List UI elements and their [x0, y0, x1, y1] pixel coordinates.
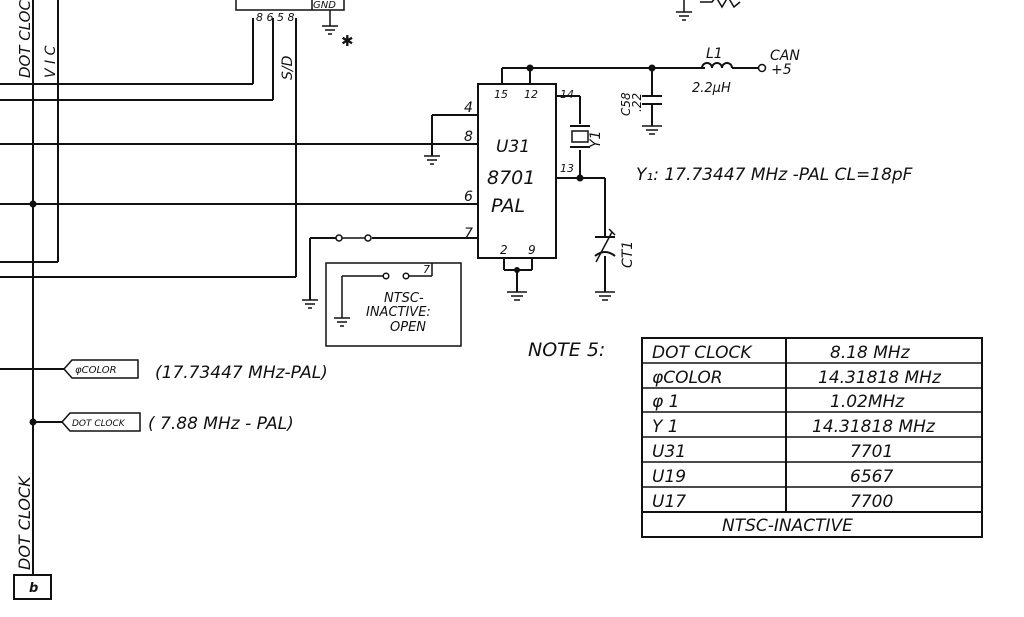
u31-ic: U31 8701 PAL 15 12 14 4 8 6 7 13 2 9	[464, 83, 574, 259]
pin-marks-label: 8 6 5 8	[256, 11, 294, 24]
note-row-name: Y 1	[652, 417, 679, 437]
dot-clock-vertical-bottom: DOT CLOCK	[15, 475, 34, 570]
pin-13: 13	[560, 162, 574, 175]
pin-4: 4	[464, 100, 473, 116]
dot-clock-signal-label: DOT CLOCK	[72, 419, 126, 429]
note-table: DOT CLOCK 8.18 MHz φCOLOR 14.31818 MHz φ…	[641, 337, 983, 538]
cap-c58: C58 .22	[619, 68, 662, 135]
supply-label-1: CAN	[770, 48, 800, 64]
bottom-left-dot-clock: DOT CLOCK b	[13, 475, 52, 600]
top-connector: 8 6 5 8 GND ✱	[235, 0, 354, 50]
dot-clock-vertical-label: DOT CLOC	[16, 0, 34, 78]
sd-vertical-label: S/D	[280, 55, 296, 80]
note-title: NOTE 5:	[528, 339, 605, 361]
phi-color-note: (17.73447 MHz-PAL)	[155, 363, 328, 383]
asterisk-icon: ✱	[341, 32, 354, 50]
note-row-name: φ 1	[652, 392, 679, 412]
gnd-label: GND	[313, 0, 336, 11]
ntsc-line-1: NTSC-	[384, 291, 424, 306]
box-pin-7: 7	[423, 263, 430, 276]
crystal-y1: Y1	[570, 125, 604, 148]
pin-9: 9	[528, 243, 536, 257]
pin-6: 6	[464, 189, 473, 205]
note-footer: NTSC-INACTIVE	[722, 516, 853, 536]
pin-12: 12	[524, 88, 538, 101]
top-right-partial-circuit	[676, 0, 741, 21]
inductor-ref: L1	[706, 46, 723, 62]
pin-8: 8	[464, 129, 473, 145]
inductor-value: 2.2μH	[692, 81, 731, 96]
note-row-name: U17	[652, 492, 686, 512]
pin-15: 15	[494, 88, 508, 101]
crystal-spec-note: Y₁: 17.73447 MHz -PAL CL=18pF	[636, 165, 913, 185]
connector-label: b	[29, 581, 38, 596]
pin-14: 14	[560, 88, 574, 101]
trim-cap-ref: CT1	[620, 241, 636, 268]
cap-c58-value: .22	[630, 93, 644, 112]
note-row-value: 14.31818 MHz	[818, 368, 942, 388]
trim-cap-ct1: CT1	[594, 228, 636, 268]
note-row-name: U31	[652, 442, 686, 462]
note-row-value: 8.18 MHz	[830, 343, 911, 363]
ic-name: U31	[496, 137, 530, 157]
phi-color-signal: φCOLOR (17.73447 MHz-PAL)	[0, 359, 328, 383]
note-row-value: 7700	[850, 492, 893, 512]
note-row-value: 6567	[850, 467, 893, 487]
ntsc-inactive-box: 7 NTSC- INACTIVE: OPEN	[325, 262, 462, 347]
supply-label-2: +5	[771, 62, 792, 78]
ntsc-line-3: OPEN	[390, 320, 426, 335]
note-row-name: φCOLOR	[652, 368, 723, 388]
cap-c58-ref: C58	[619, 92, 633, 116]
pin-2: 2	[500, 243, 508, 257]
crystal-ref: Y1	[588, 131, 604, 148]
note-row-name: U19	[652, 467, 686, 487]
note-row-value: 7701	[850, 442, 893, 462]
ic-part: 8701	[487, 167, 535, 189]
note-row-name: DOT CLOCK	[652, 343, 753, 363]
vic-vertical-label: V I C	[43, 45, 59, 78]
inductor-l1: L1 2.2μH CAN +5	[652, 46, 800, 96]
phi-color-label: φCOLOR	[75, 365, 117, 376]
ic-variant: PAL	[491, 195, 525, 217]
dot-clock-signal-note: ( 7.88 MHz - PAL)	[148, 414, 294, 434]
dot-clock-signal: DOT CLOCK ( 7.88 MHz - PAL)	[29, 412, 294, 434]
pin-7: 7	[464, 226, 473, 242]
left-bus-wires	[0, 0, 478, 575]
note-row-value: 1.02MHz	[830, 392, 905, 412]
ntsc-line-2: INACTIVE:	[366, 305, 431, 320]
note-row-value: 14.31818 MHz	[812, 417, 936, 437]
